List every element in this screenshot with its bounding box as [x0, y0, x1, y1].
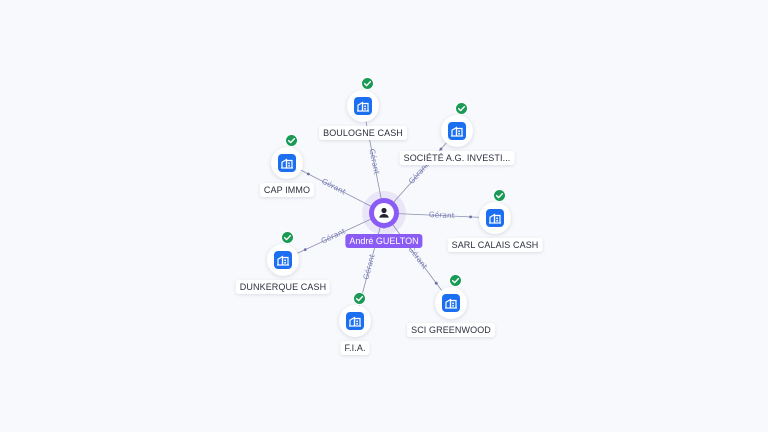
- edge-label: Gérant: [320, 226, 347, 245]
- edge-line: [286, 162, 385, 214]
- verified-check-icon: [353, 292, 366, 305]
- building-icon: [486, 209, 504, 227]
- edge-arrow: [469, 215, 472, 219]
- verified-check-icon: [455, 102, 468, 115]
- edge-label: Gérant: [361, 253, 376, 280]
- edge-line: [282, 212, 385, 261]
- verified-check-icon: [285, 134, 298, 147]
- company-circle[interactable]: [271, 134, 303, 179]
- building-icon: [274, 251, 292, 269]
- verified-check-icon: [281, 231, 294, 244]
- building-icon: [448, 122, 466, 140]
- edge-arrow: [439, 147, 443, 151]
- edge-label: Gérant: [407, 245, 430, 271]
- building-icon: [442, 294, 460, 312]
- edge-arrow: [306, 172, 310, 176]
- company-circle[interactable]: [435, 274, 467, 319]
- company-name-label[interactable]: CAP IMMO: [259, 183, 315, 197]
- verified-check-icon: [449, 274, 462, 287]
- company-circle[interactable]: [347, 77, 379, 122]
- verified-check-icon: [361, 77, 374, 90]
- verified-check-icon: [493, 189, 506, 202]
- person-name-label[interactable]: André GUELTON: [345, 234, 423, 248]
- company-circle[interactable]: [339, 292, 371, 337]
- building-icon: [278, 154, 296, 172]
- edge-line: [362, 105, 385, 214]
- company-circle[interactable]: [441, 102, 473, 147]
- company-name-label[interactable]: SOCIÉTÉ A.G. INVESTI...: [399, 151, 515, 165]
- company-name-label[interactable]: BOULOGNE CASH: [319, 126, 407, 140]
- edge-arrow: [434, 281, 438, 285]
- company-name-label[interactable]: F.I.A.: [340, 341, 370, 355]
- person-icon: [379, 207, 389, 218]
- edge-line: [383, 212, 452, 304]
- company-name-label[interactable]: DUNKERQUE CASH: [235, 280, 331, 294]
- edge-label: Gérant: [367, 148, 381, 175]
- edge-label: Gérant: [429, 210, 455, 220]
- company-name-label[interactable]: SARL CALAIS CASH: [447, 238, 543, 252]
- company-name-label[interactable]: SCI GREENWOOD: [407, 323, 495, 337]
- edge-label: Gérant: [320, 177, 347, 197]
- building-icon: [346, 312, 364, 330]
- edge-line: [383, 130, 458, 214]
- building-icon: [354, 97, 372, 115]
- edge-line: [383, 212, 496, 219]
- company-circle[interactable]: [267, 231, 299, 276]
- company-circle[interactable]: [479, 189, 511, 234]
- edge-arrow: [303, 248, 307, 252]
- person-pin[interactable]: [369, 198, 399, 229]
